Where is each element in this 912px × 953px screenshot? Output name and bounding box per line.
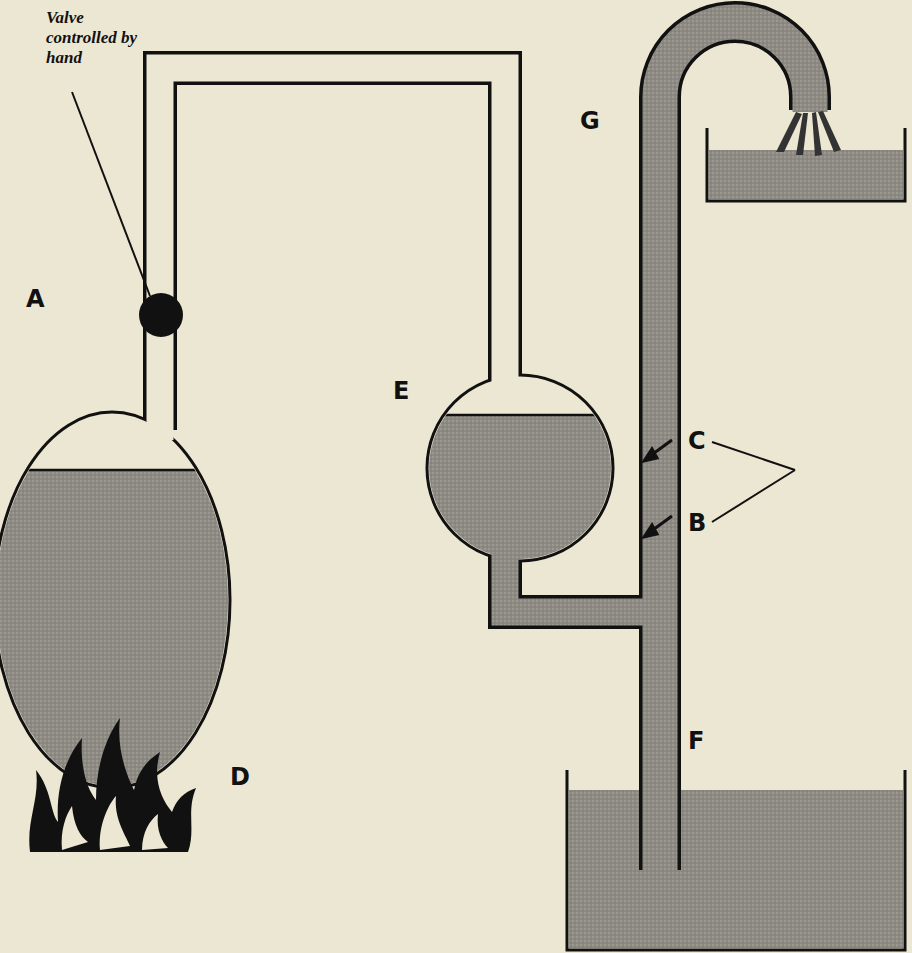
part-letter: D bbox=[230, 764, 250, 790]
part-letter: A bbox=[26, 286, 45, 312]
lower-water bbox=[569, 790, 903, 948]
hand-valve bbox=[139, 293, 183, 337]
lower-tank bbox=[567, 770, 905, 950]
part-letter: E bbox=[393, 378, 409, 404]
water-spray bbox=[776, 111, 841, 156]
receiver-water bbox=[420, 415, 620, 575]
pipe-insides bbox=[160, 22, 810, 874]
part-letter: C bbox=[688, 428, 706, 454]
part-letter: B bbox=[688, 510, 706, 536]
water-level bbox=[0, 469, 228, 472]
part-letter: F bbox=[688, 728, 704, 754]
fire bbox=[29, 718, 196, 852]
upper-water bbox=[709, 150, 903, 199]
valve-note: Valve controlled by hand bbox=[46, 8, 156, 68]
bracket-lines bbox=[712, 442, 795, 522]
water-level bbox=[420, 414, 620, 417]
leader-line bbox=[72, 92, 150, 296]
upper-tank bbox=[707, 128, 905, 201]
boiler-water bbox=[0, 470, 250, 800]
part-letter: G bbox=[580, 108, 600, 134]
flap-valves bbox=[644, 440, 672, 537]
pipe-walls bbox=[160, 22, 810, 870]
